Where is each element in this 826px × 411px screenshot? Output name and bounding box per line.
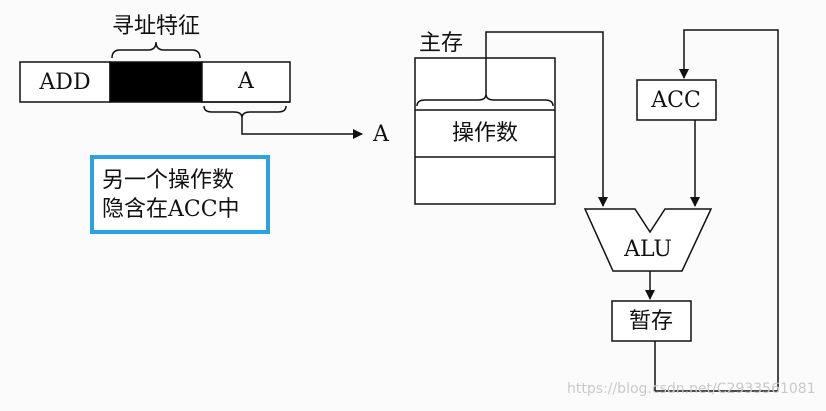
address-field-label: A (238, 69, 254, 94)
main-memory (414, 57, 556, 205)
opcode-label: ADD (39, 70, 91, 95)
alu-unit (583, 208, 713, 272)
addr-feature-label: 寻址特征 (111, 14, 201, 39)
operand-to-alu-line (485, 31, 608, 207)
opcode-field (19, 61, 111, 103)
operand-label: 操作数 (451, 121, 519, 146)
note-line-1: 另一个操作数 (102, 168, 235, 193)
address-field-brace (203, 105, 287, 119)
alu-label: ALU (624, 237, 672, 262)
note-line-2: 隐含在ACC中 (102, 197, 240, 222)
implicit-operand-note: 另一个操作数 隐含在ACC中 (90, 155, 270, 234)
acc-label: ACC (651, 88, 701, 113)
main-memory-label: 主存 (418, 31, 464, 56)
temp-to-acc-feedback-line (654, 29, 779, 392)
addr-feature-field (109, 61, 203, 103)
pointer-label: A (373, 122, 389, 147)
watermark: https://blog.csdn.net/C2933561081 (567, 381, 816, 397)
addr-feature-brace (111, 41, 201, 59)
temp-register (611, 300, 692, 342)
acc-register (636, 79, 717, 121)
temp-label: 暂存 (628, 309, 674, 334)
address-pointer-line (241, 118, 363, 139)
